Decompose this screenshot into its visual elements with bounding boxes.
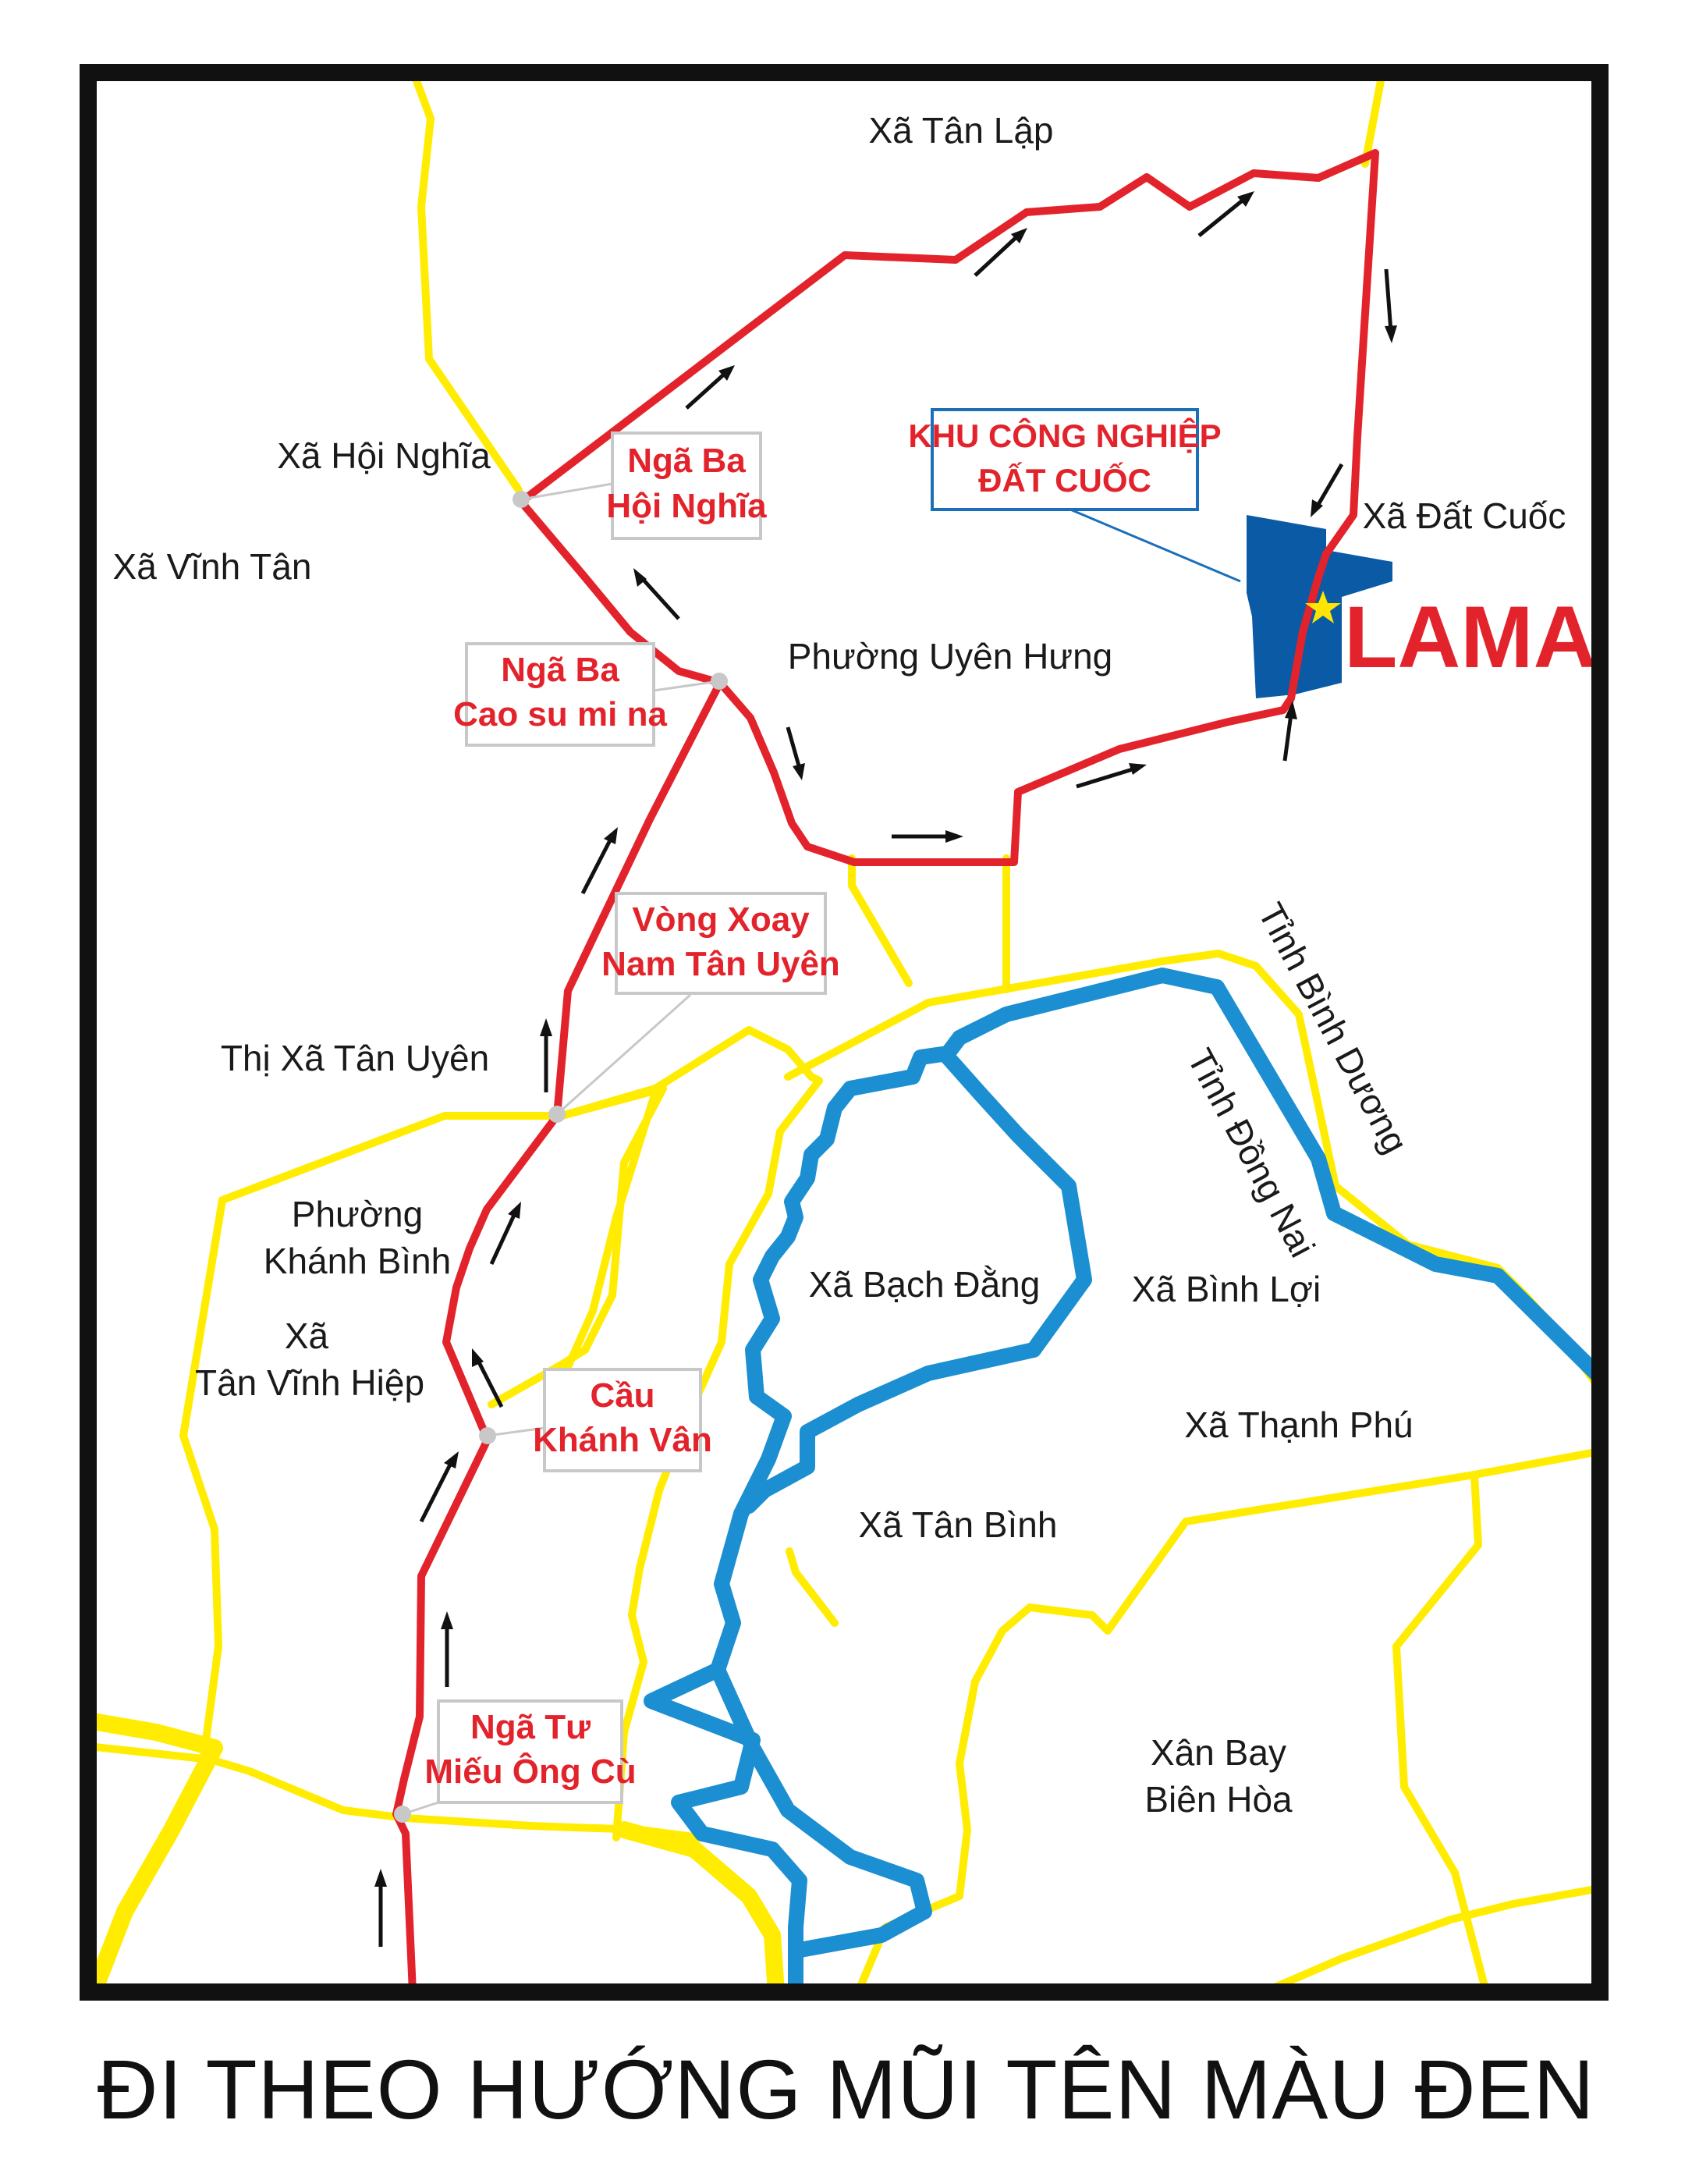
place-uyen-hung: Phường Uyên Hưng [788, 636, 1113, 677]
arrow-icon [441, 1611, 453, 1687]
label-cau-khanh-van: Cầu Khánh Vân [533, 1368, 712, 1472]
label-vong-xoay: Vòng Xoay Nam Tân Uyên [601, 892, 840, 995]
caption: ĐI THEO HƯỚNG MŨI TÊN MÀU ĐEN [97, 2042, 1595, 2136]
kcn-box [931, 408, 1199, 511]
road-north [410, 73, 523, 494]
place-tan-vinh-hiep-2: Tân Vĩnh Hiệp [195, 1362, 424, 1403]
place-tan-vinh-hiep-1: Xã [285, 1316, 329, 1356]
road-east-vertical [1392, 1471, 1490, 1992]
arrow-icon [786, 726, 805, 780]
waypoint-dot [394, 1806, 411, 1823]
arrow-icon [1076, 763, 1147, 789]
place-tinh-dong-nai: Tỉnh Đồng Nai [1179, 1042, 1323, 1263]
road-loop-mid [558, 1085, 667, 1385]
arrow-icon [1282, 701, 1297, 762]
place-khanh-binh-2: Khánh Bình [264, 1241, 451, 1281]
road-central-east [784, 950, 1600, 1393]
arrow-icon [489, 1202, 521, 1266]
place-tan-binh: Xã Tân Bình [859, 1504, 1058, 1545]
waypoint-dots [394, 491, 728, 1823]
place-tinh-binh-duong: Tỉnh Bình Dương [1250, 897, 1417, 1160]
place-tan-lap: Xã Tân Lập [868, 110, 1053, 151]
place-thanh-phu: Xã Thạnh Phú [1184, 1405, 1413, 1445]
arrow-icon [374, 1869, 387, 1947]
svg-text:Hội Nghĩa: Hội Nghĩa [606, 487, 767, 525]
arrow-icon [472, 1348, 504, 1408]
river-branch-1 [644, 1662, 807, 1992]
svg-text:Ngã Ba: Ngã Ba [501, 651, 619, 689]
route-line [392, 149, 1379, 1992]
road-tan-uyen [218, 1026, 823, 1204]
arrow-icon [1384, 268, 1397, 343]
place-thi-xa-tan-uyen: Thị Xã Tân Uyên [221, 1038, 489, 1078]
road-south-link [848, 854, 913, 987]
kcn-leader [1064, 506, 1241, 583]
arrow-icon [540, 1018, 552, 1092]
label-nga-ba-hoi-nghia: Ngã Ba Hội Nghĩa [606, 431, 767, 540]
svg-text:Cao su mi na: Cao su mi na [453, 695, 667, 733]
place-san-bay-1: Xân Bay [1151, 1732, 1286, 1773]
arrow-icon [419, 1451, 459, 1523]
svg-text:Ngã Tư: Ngã Tư [470, 1708, 591, 1746]
waypoint-dot [711, 673, 728, 690]
svg-text:Cầu: Cầu [590, 1376, 654, 1415]
svg-text:Vòng Xoay: Vòng Xoay [632, 900, 810, 939]
arrow-icon [633, 568, 680, 620]
waypoint-dot [548, 1106, 566, 1123]
svg-text:Nam Tân Uyên: Nam Tân Uyên [601, 945, 840, 983]
road-thanh-phu [786, 1547, 839, 1627]
place-labels: Xã Tân Lập Xã Hội Nghĩa Xã Vĩnh Tân Phườ… [113, 110, 1566, 1820]
direction-arrows [374, 191, 1397, 1947]
arrow-icon [580, 827, 618, 895]
place-dat-cuoc: Xã Đất Cuốc [1363, 495, 1566, 536]
waypoint-labels: Ngã Ba Hội Nghĩa Ngã Ba Cao su mi na Vòn… [424, 431, 840, 1804]
place-hoi-nghia: Xã Hội Nghĩa [277, 435, 491, 476]
rivers [644, 968, 1600, 1992]
svg-text:Khánh Vân: Khánh Vân [533, 1421, 712, 1459]
highway [88, 1712, 785, 1992]
road-datcuoc-north [1361, 73, 1386, 168]
place-vinh-tan: Xã Vĩnh Tân [113, 546, 312, 587]
place-bach-dang: Xã Bạch Đằng [809, 1264, 1041, 1305]
map-frame [80, 64, 1609, 2001]
kcn-label-line1: KHU CÔNG NGHIỆP [908, 417, 1221, 454]
place-khanh-binh-1: Phường [292, 1194, 423, 1234]
river-branch-2 [710, 1662, 932, 1958]
waypoint-dot [513, 491, 530, 508]
road-loop-left [488, 1085, 667, 1408]
road-west [179, 1196, 226, 1767]
place-san-bay-2: Biên Hòa [1144, 1779, 1293, 1820]
place-binh-loi: Xã Bình Lợi [1132, 1269, 1321, 1309]
roads [88, 73, 1600, 1992]
arrow-icon [1311, 463, 1344, 517]
arrow-icon [685, 365, 735, 410]
svg-text:Ngã Ba: Ngã Ba [627, 442, 746, 480]
road-east-grid [956, 1447, 1600, 1900]
svg-text:Miếu Ông Cù: Miếu Ông Cù [424, 1751, 636, 1791]
label-nga-ba-cao-su: Ngã Ba Cao su mi na [453, 642, 667, 747]
arrow-icon [1197, 191, 1254, 237]
river-dong-nai [710, 968, 1600, 1678]
kcn-label-line2: ĐẤT CUỐC [978, 461, 1151, 499]
arrow-icon [974, 228, 1027, 277]
star-icon [1305, 591, 1341, 623]
waypoint-dot [479, 1427, 496, 1444]
road-south-east-2 [1260, 1884, 1600, 1992]
river-bach-dang-loop [741, 1049, 1092, 1514]
label-nga-tu: Ngã Tư Miếu Ông Cù [424, 1699, 637, 1804]
arrow-icon [892, 830, 963, 843]
lama-brand: LAMA [1344, 588, 1596, 686]
